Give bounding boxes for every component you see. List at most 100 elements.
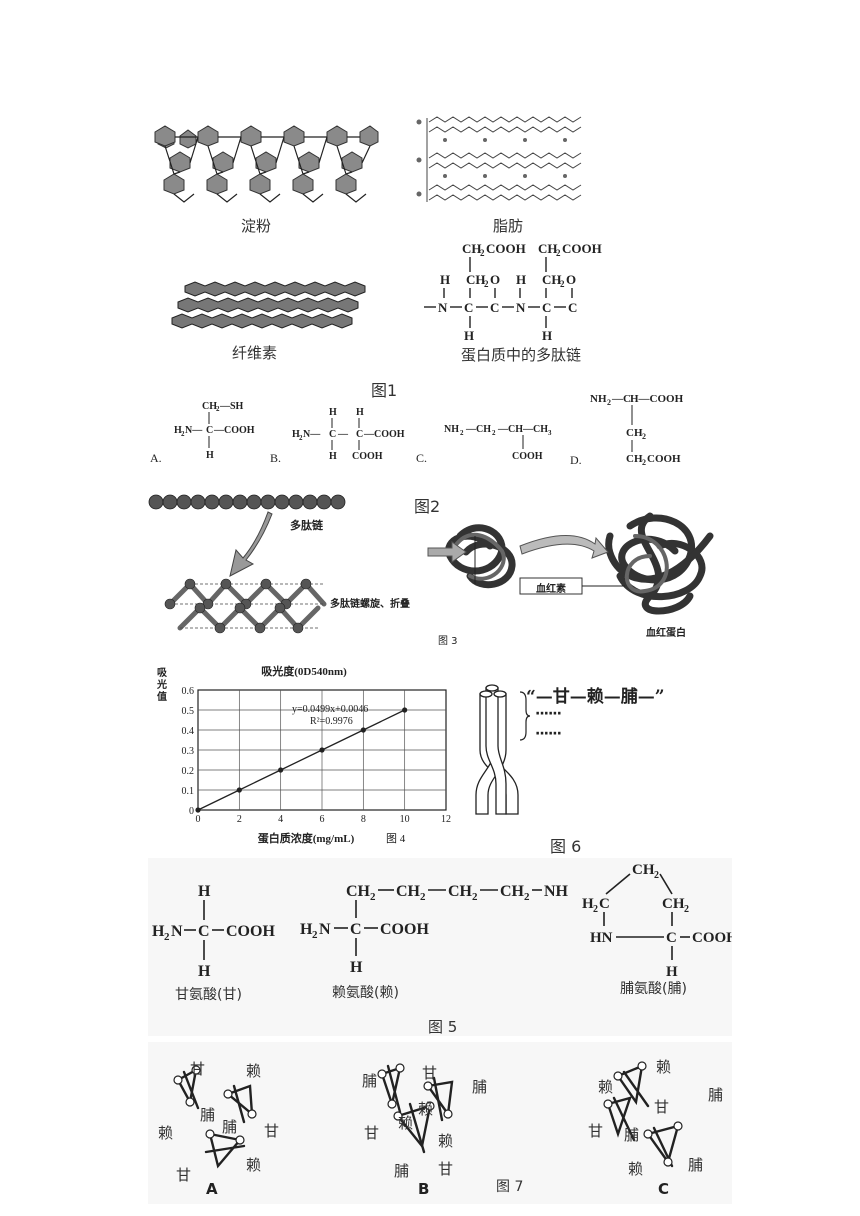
chain-label: 多肽链	[290, 519, 323, 532]
svg-text:COOH: COOH	[486, 241, 526, 256]
chart-title: 吸光度(0D540nm)	[261, 664, 347, 678]
fig7-c-gly-1: 甘	[654, 1098, 670, 1116]
svg-text:C: C	[568, 300, 577, 315]
fig7-b-lys-2: 赖	[398, 1114, 414, 1132]
svg-text:C: C	[356, 429, 363, 440]
svg-text:C.: C.	[416, 451, 427, 465]
fig7-b-pro-3: 脯	[394, 1162, 410, 1180]
fig7-c-pro-2: 脯	[624, 1126, 640, 1144]
r-squared: R²=0.9976	[310, 716, 353, 727]
svg-text:COOH: COOH	[692, 930, 732, 946]
fig7-label-a: A	[206, 1180, 218, 1198]
fig7-a-gly-3: 甘	[176, 1166, 192, 1184]
svg-text:H: H	[464, 328, 474, 343]
svg-text:2: 2	[524, 891, 530, 903]
svg-text:O: O	[490, 272, 500, 287]
svg-text:2: 2	[492, 429, 496, 437]
x-tick-label: 4	[278, 814, 283, 825]
svg-text:2: 2	[654, 870, 659, 881]
figure-2-title: 图2	[414, 497, 441, 516]
fig7-a-lys-1: 赖	[246, 1062, 262, 1080]
svg-text:—: —	[337, 429, 349, 440]
fig7-b-pro-1: 脯	[362, 1072, 378, 1090]
x-tick-label: 2	[237, 814, 242, 825]
svg-text:2: 2	[472, 891, 478, 903]
fat-diagram	[416, 116, 582, 202]
svg-text:CH: CH	[626, 453, 643, 465]
svg-text:3: 3	[548, 429, 552, 437]
svg-text:—COOH: —COOH	[213, 425, 255, 436]
figure-5-title: 图 5	[428, 1018, 458, 1036]
x-tick-label: 10	[400, 814, 410, 825]
svg-text:2: 2	[312, 929, 318, 941]
fat-label: 脂肪	[493, 217, 524, 235]
svg-text:NH: NH	[544, 883, 568, 900]
svg-text:CH: CH	[500, 883, 525, 900]
svg-text:H: H	[174, 425, 182, 436]
fig7-b-lys-3: 赖	[438, 1132, 454, 1150]
svg-text:CH: CH	[202, 401, 217, 412]
fig7-a-pro-1: 脯	[200, 1106, 216, 1124]
svg-text:C: C	[490, 300, 499, 315]
svg-text:C: C	[198, 923, 210, 940]
svg-text:2: 2	[480, 248, 485, 258]
svg-text:H: H	[198, 963, 211, 980]
svg-text:CH: CH	[626, 427, 643, 439]
svg-text:COOH: COOH	[380, 921, 429, 938]
svg-text:NH: NH	[590, 393, 607, 405]
svg-text:C: C	[599, 896, 610, 912]
svg-text:C: C	[206, 425, 213, 436]
svg-text:CH: CH	[466, 272, 486, 287]
y-tick-label: 0.2	[182, 766, 195, 777]
svg-text:2: 2	[607, 398, 611, 407]
svg-text:COOH: COOH	[512, 451, 543, 462]
svg-text:N: N	[438, 300, 448, 315]
svg-text:CH: CH	[662, 896, 685, 912]
svg-text:2: 2	[684, 904, 689, 915]
fig7-c-lys-3: 赖	[628, 1160, 644, 1178]
proline-name: 脯氨酸(脯)	[620, 981, 687, 997]
dots-2: ······	[535, 726, 562, 742]
fig7-label-b: B	[418, 1180, 430, 1198]
dots-1: ······	[535, 706, 562, 722]
svg-text:2: 2	[164, 931, 170, 943]
svg-text:—CH: —CH	[465, 424, 491, 435]
x-tick-label: 8	[361, 814, 366, 825]
fig7-a-lys-2: 赖	[158, 1124, 174, 1142]
heme-label: 血红素	[536, 584, 566, 595]
svg-text:H: H	[292, 429, 300, 440]
fig7-b-gly-3: 甘	[438, 1160, 454, 1178]
data-point	[278, 767, 284, 773]
svg-text:B.: B.	[270, 451, 281, 465]
svg-text:N: N	[171, 923, 183, 940]
y-axis-label-char: 值	[157, 690, 167, 703]
svg-text:N—: N—	[185, 425, 203, 436]
data-point	[360, 727, 366, 733]
cellulose-label: 纤维素	[232, 344, 278, 362]
svg-text:CH: CH	[538, 241, 558, 256]
lysine-name: 赖氨酸(赖)	[332, 985, 399, 1001]
fig7-b-gly-1: 甘	[422, 1064, 438, 1082]
series-line	[197, 709, 405, 811]
regression-equation: y=0.0499x+0.0046	[292, 704, 368, 715]
svg-text:H: H	[329, 451, 337, 462]
fig7-b-pro-2: 脯	[472, 1078, 488, 1096]
svg-text:—CH—CH: —CH—CH	[497, 424, 548, 435]
svg-text:—C: —C	[611, 393, 631, 405]
y-axis-label-char: 吸	[157, 667, 168, 679]
x-axis-label: 蛋白质浓度(mg/mL)	[258, 831, 355, 845]
figure-7: 甘 赖 脯 脯 赖 甘 甘 赖 A 脯 甘 脯 赖 甘 赖 赖 脯 甘 B 图 …	[148, 1042, 732, 1204]
svg-text:CH: CH	[462, 241, 482, 256]
svg-text:2: 2	[370, 891, 376, 903]
svg-text:H—COOH: H—COOH	[630, 393, 684, 405]
figure-7-title: 图 7	[496, 1179, 524, 1195]
svg-text:C: C	[542, 300, 551, 315]
svg-text:H: H	[440, 272, 450, 287]
protein-folding-diagram	[148, 494, 346, 634]
sequence-label: “—甘—赖—脯—”	[526, 687, 665, 707]
